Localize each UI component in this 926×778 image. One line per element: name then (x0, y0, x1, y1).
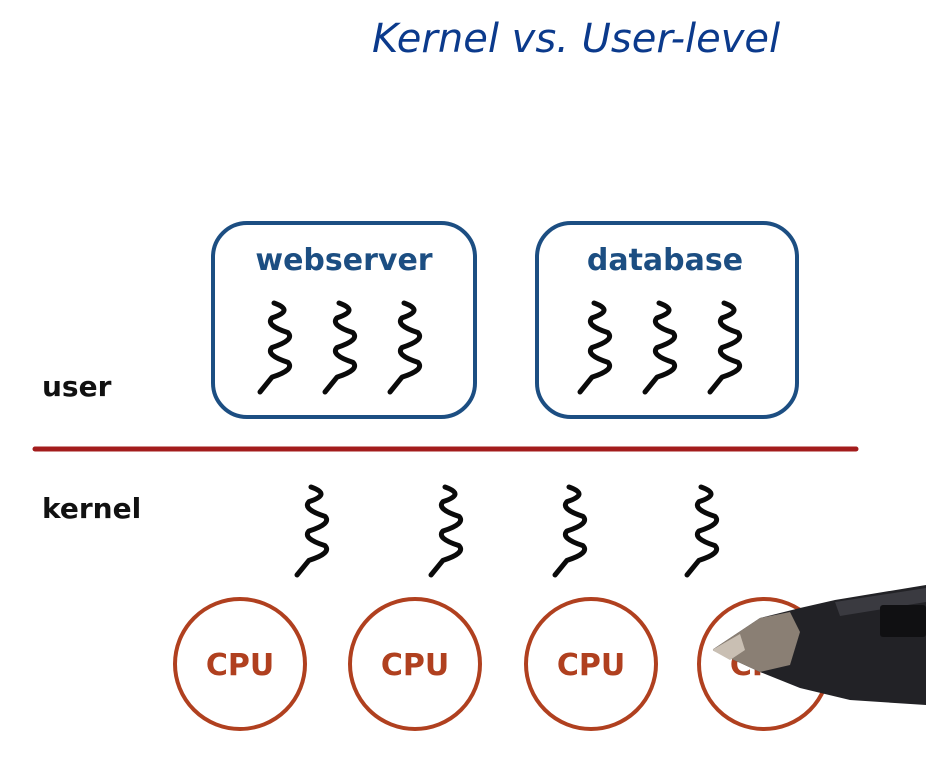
cpu-label-1: CPU (206, 648, 274, 683)
diagram-title: Kernel vs. User-level (372, 16, 780, 62)
user-threads-webserver (257, 300, 423, 395)
cpu-3: CPU (524, 597, 658, 731)
process-database: database (535, 221, 799, 419)
cpu-circle-2 (348, 597, 482, 731)
layer-label-kernel: kernel (42, 492, 141, 525)
process-label-webserver: webserver (255, 243, 432, 278)
kernel-threads (294, 484, 720, 578)
cpu-circle-3 (524, 597, 658, 731)
cpu-label-2: CPU (381, 648, 449, 683)
kernel-thread-icon (428, 484, 464, 578)
kernel-thread-icon (684, 484, 720, 578)
cpu-1: CPU (173, 597, 307, 731)
user-thread-icon (257, 300, 293, 395)
user-thread-icon (387, 300, 423, 395)
user-thread-icon (707, 300, 743, 395)
user-thread-icon (322, 300, 358, 395)
process-webserver: webserver (211, 221, 477, 419)
cpu-row: CPU CPU CPU CPU (173, 597, 831, 731)
process-box-webserver (211, 221, 477, 419)
stylus-pen-icon (707, 585, 926, 705)
kernel-thread-icon (294, 484, 330, 578)
user-thread-icon (642, 300, 678, 395)
cpu-label-3: CPU (557, 648, 625, 683)
user-thread-icon (577, 300, 613, 395)
cpu-2: CPU (348, 597, 482, 731)
process-label-database: database (587, 243, 743, 278)
user-threads-database (577, 300, 743, 395)
cpu-circle-1 (173, 597, 307, 731)
process-box-database (535, 221, 799, 419)
kernel-thread-icon (552, 484, 588, 578)
layer-label-user: user (42, 370, 112, 403)
